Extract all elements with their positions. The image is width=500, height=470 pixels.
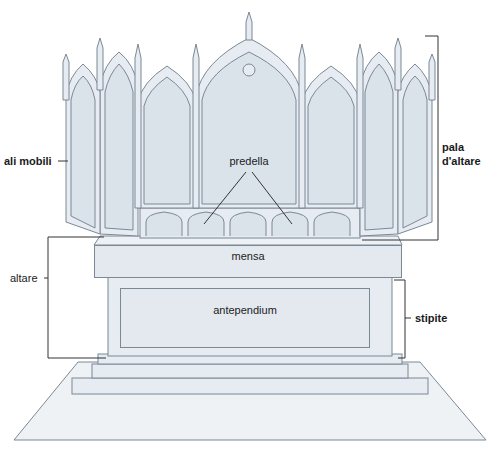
mensa-slab: mensa <box>94 245 402 278</box>
leader-lines <box>44 36 438 358</box>
pinnacle <box>97 38 103 90</box>
outer-wing <box>398 64 432 234</box>
pinnacle <box>357 44 363 208</box>
leader-line <box>44 278 48 279</box>
leader-line <box>405 318 411 319</box>
panel-inset <box>144 77 190 204</box>
side-panel <box>302 66 360 208</box>
inner-wing <box>360 52 398 236</box>
part-name: mensa <box>95 249 401 263</box>
rosette <box>243 64 255 76</box>
part-label: stipite <box>415 311 447 325</box>
lower-step <box>72 378 428 394</box>
part-label: altare <box>10 271 38 285</box>
part-label: pala d'altare <box>442 140 498 168</box>
pinnacle <box>246 12 252 40</box>
predella-niche <box>230 212 266 236</box>
wing-inset <box>403 76 427 228</box>
upper-step <box>92 364 408 378</box>
altarpiece <box>63 12 435 238</box>
predella-niche <box>272 212 308 236</box>
predella-base <box>140 208 360 238</box>
predella-niche <box>188 212 224 236</box>
pinnacle <box>429 54 435 100</box>
side-panel <box>138 66 196 208</box>
bracket <box>362 36 438 240</box>
panel-inset <box>202 52 296 204</box>
pinnacle <box>299 44 305 208</box>
leader-line <box>252 172 292 224</box>
antependium-panel: antependium <box>120 288 370 348</box>
part-name: antependium <box>121 303 369 317</box>
leader-line <box>204 172 246 224</box>
predella-niche <box>314 212 350 236</box>
wing-inset <box>365 64 393 230</box>
leader-line <box>58 161 68 162</box>
floor-platform <box>14 362 486 440</box>
part-label: ali mobili <box>4 154 52 168</box>
pinnacle <box>395 38 401 90</box>
pinnacle <box>193 44 199 208</box>
central-panel <box>196 38 302 208</box>
altar-base <box>14 236 486 440</box>
altar-body <box>108 276 392 356</box>
wing-inset <box>105 64 133 230</box>
bracket <box>394 280 405 358</box>
inner-wing <box>100 52 138 236</box>
wing-inset <box>71 76 95 228</box>
part-label: predella <box>229 154 268 168</box>
pinnacle <box>135 44 141 208</box>
predella-niche <box>146 212 182 236</box>
pinnacle <box>63 54 69 100</box>
outer-wing <box>66 64 100 234</box>
panel-inset <box>308 77 354 204</box>
